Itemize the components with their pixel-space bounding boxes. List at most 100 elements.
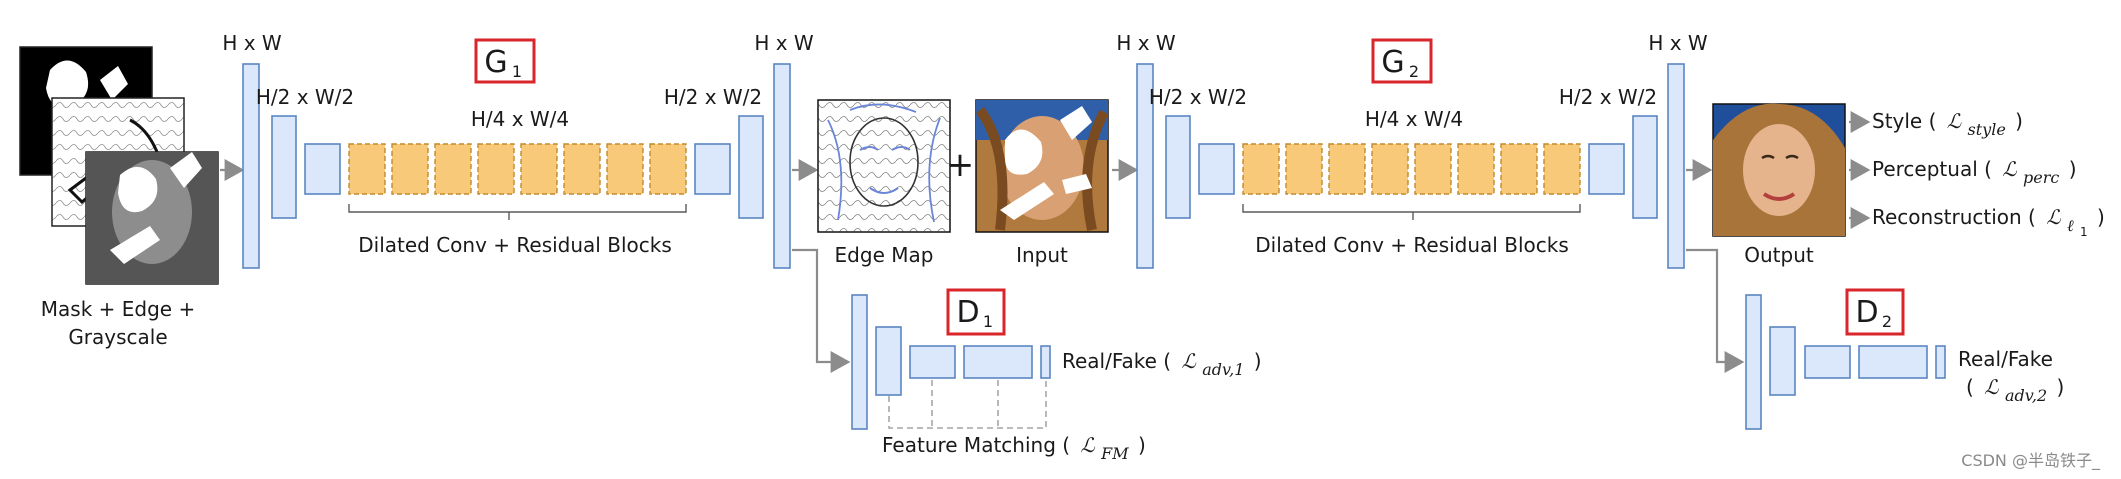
g2-dim-full-in: H x W [1116,31,1176,55]
g2-residual-block [1371,143,1409,195]
g1-decoder-layer-2 [738,115,764,219]
g1-title-sub: 1 [512,62,522,81]
d2-title-sub: 2 [1882,312,1892,331]
d2-layer-5 [1935,345,1946,379]
d1-loss-sub: adv,1 [1202,360,1244,379]
g2-residual-block [1328,143,1366,195]
d2-title-letter: D [1855,295,1878,330]
g1-residual-block [434,143,472,195]
output-label: Output [1744,243,1814,267]
input-image-label: Input [1016,243,1068,267]
d1-title-sub: 1 [983,312,993,331]
feature-matching-connectors [888,380,1047,429]
watermark: CSDN @半岛铁子_ [1961,451,2101,471]
d1-loss-symbol: ℒ [1181,349,1196,373]
d1-loss-prefix: Real/Fake ( [1062,349,1171,373]
g1-dim-full-out: H x W [754,31,814,55]
g2-residual-block [1543,143,1581,195]
g1-encoder-layer-1 [242,63,260,269]
style-loss-symbol: ℒ [1947,109,1962,133]
perc-loss-close: ) [2069,157,2077,181]
d1-layer-4 [963,345,1033,379]
reconstruction-loss-label: Reconstruction ( ℒ ℓ 1 ) [1872,205,2105,241]
edge-map-sketch [817,99,951,233]
plus-sign: + [946,145,975,185]
g2-residual-block [1500,143,1538,195]
g2-title-box [1371,38,1433,84]
fm-connector [888,380,1047,429]
g1-dilated-label: Dilated Conv + Residual Blocks [358,233,672,257]
g2-dim-full-out: H x W [1648,31,1708,55]
g2-dim-half-out: H/2 x W/2 [1559,85,1657,109]
g2-decoder-layer-2 [1632,115,1658,219]
d2-realfake-line2: ( ℒ adv,2 ) [1966,375,2064,406]
style-loss-close: ) [2015,109,2023,133]
fm-loss-prefix: Feature Matching ( [882,433,1070,457]
d2-loss-sub: adv,2 [2005,386,2047,405]
g1-residual-block [391,143,429,195]
g2-residual-block [1414,143,1452,195]
g1-encoder-layer-3 [304,143,341,195]
perc-loss-symbol: ℒ [2002,157,2017,181]
d1-title-letter: D [956,295,979,330]
g2-decoder-layer-1 [1588,143,1625,195]
perc-loss-sub: perc [2023,168,2059,187]
g1-title-letter: G [484,45,507,80]
output-face-photo [1712,103,1846,237]
recon-loss-close: ) [2097,205,2105,229]
d2-loss-symbol: ℒ [1984,375,1999,399]
d1-layer-3 [909,345,956,379]
g1-residual-block [520,143,558,195]
g2-title-sub: 2 [1409,62,1419,81]
g1-title-box [474,38,536,84]
d2-layer-1 [1745,294,1762,430]
input-stack-label-line2: Grayscale [68,325,167,349]
fm-loss-close: ) [1138,433,1146,457]
d2-realfake-line1: Real/Fake [1958,347,2053,371]
d1-title-box [946,288,1006,336]
g1-dim-quarter: H/4 x W/4 [471,107,569,131]
arrow-to-d1 [792,248,851,373]
d1-layer-1 [851,294,868,430]
d2-layer-4 [1858,345,1928,379]
g1-dim-full-in: H x W [222,31,282,55]
edge-map-label: Edge Map [835,243,934,267]
style-loss-prefix: Style ( [1872,109,1936,133]
arrow-to-d2 [1686,248,1745,373]
g2-dim-half-in: H/2 x W/2 [1149,85,1247,109]
g2-encoder-layer-1 [1136,63,1154,269]
d2-loss-prefix: ( [1966,375,1974,399]
fm-loss-sub: FM [1100,444,1129,463]
mask-edge-grayscale-stack [19,46,219,285]
g1-residual-blocks [348,143,687,195]
d1-realfake-label: Real/Fake ( ℒ adv,1 ) [1062,349,1262,380]
feature-matching-label: Feature Matching ( ℒ FM ) [882,433,1146,464]
style-loss-label: Style ( ℒ style ) [1872,109,2023,140]
g1-decoder-layer-3 [773,63,791,269]
g1-residual-block [348,143,386,195]
g1-decoder-layer-1 [694,143,731,195]
recon-loss-prefix: Reconstruction ( [1872,205,2036,229]
d2-layer-2 [1769,326,1796,396]
g2-dim-quarter: H/4 x W/4 [1365,107,1463,131]
g1-residual-block [477,143,515,195]
masked-face-photo [975,99,1109,233]
recon-loss-sub2: 1 [2080,225,2088,239]
input-stack-label-line1: Mask + Edge + [41,297,195,321]
d2-title-box [1845,288,1905,336]
perceptual-loss-label: Perceptual ( ℒ perc ) [1872,157,2077,188]
d1-loss-close: ) [1254,349,1262,373]
g2-residual-blocks [1242,143,1581,195]
g2-residual-block [1285,143,1323,195]
g2-residual-block [1457,143,1495,195]
g1-residual-block [606,143,644,195]
g2-encoder-layer-2 [1165,115,1191,219]
g1-residual-block [649,143,687,195]
g1-residual-block [563,143,601,195]
g1-dim-half-out: H/2 x W/2 [664,85,762,109]
g2-encoder-layer-3 [1198,143,1235,195]
perc-loss-prefix: Perceptual ( [1872,157,1992,181]
g2-dilated-label: Dilated Conv + Residual Blocks [1255,233,1569,257]
